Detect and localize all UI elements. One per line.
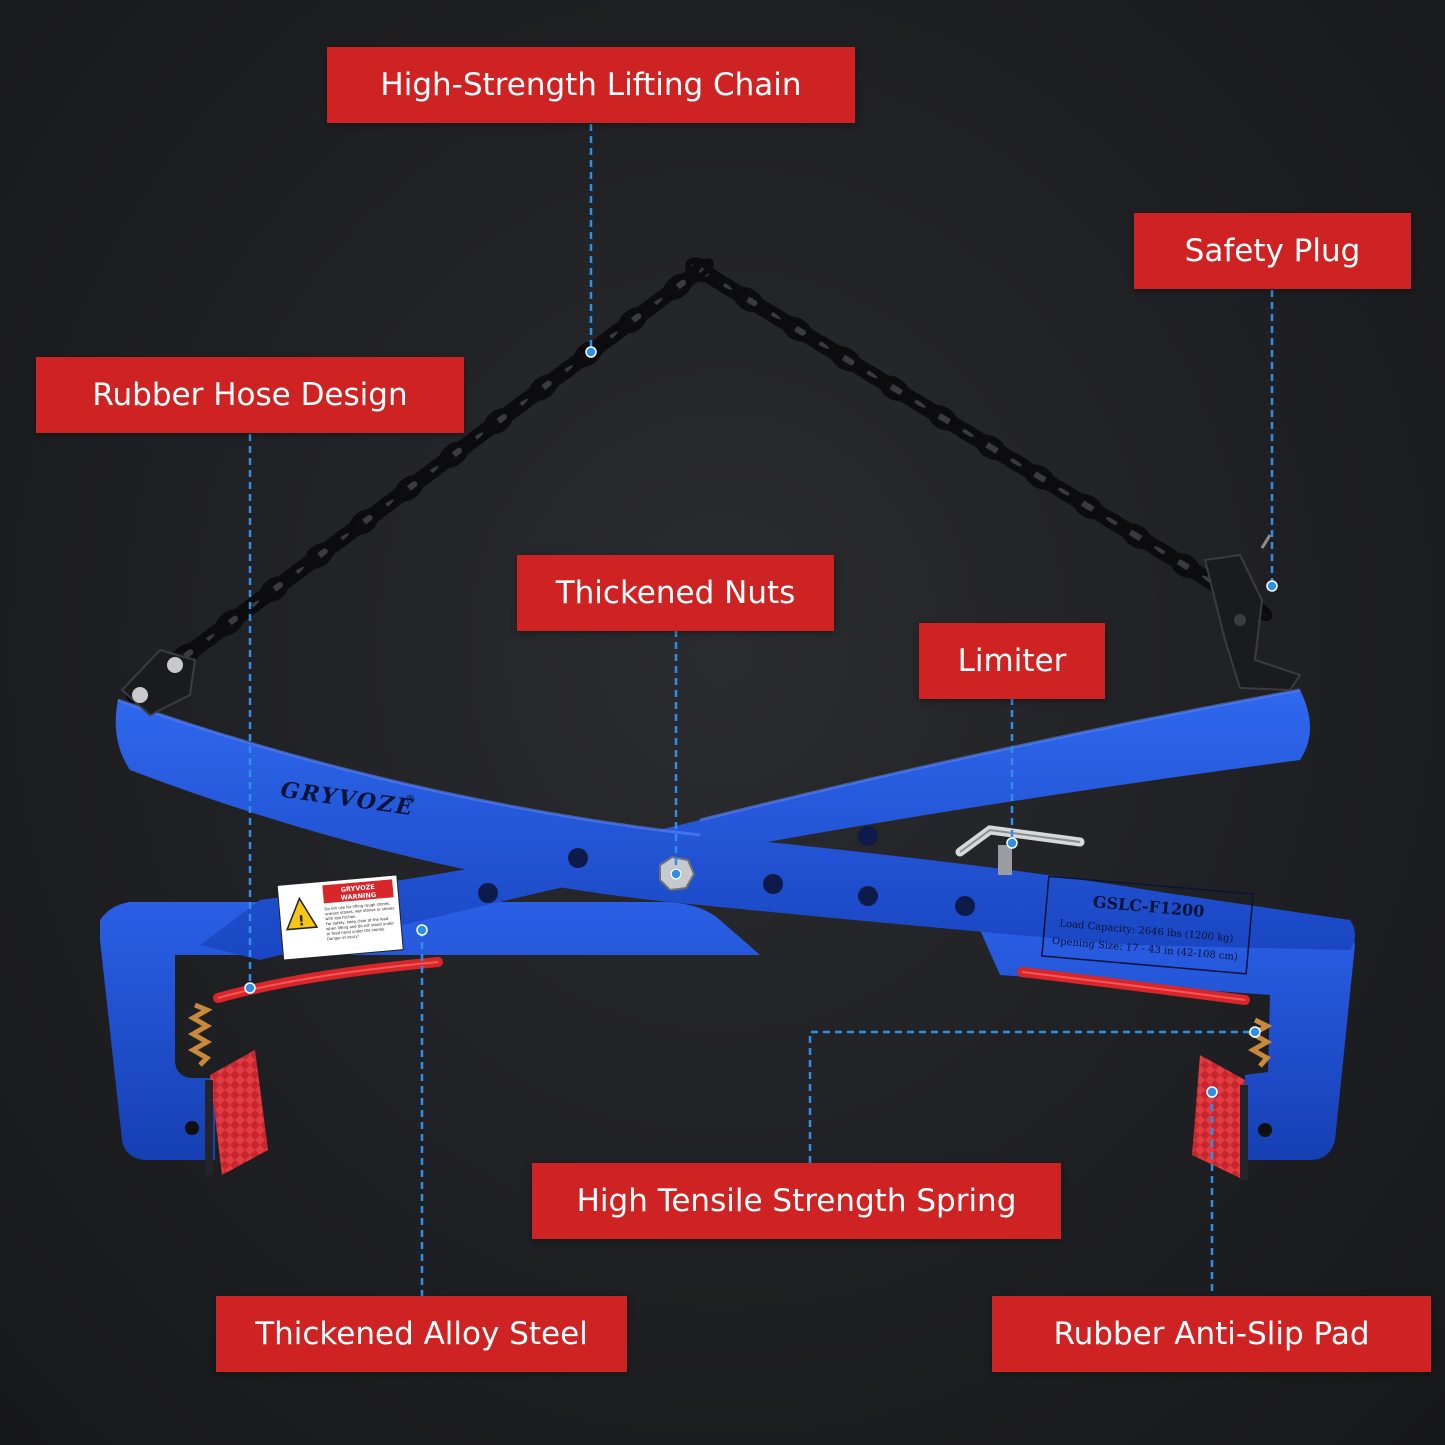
rubber-hoses — [213, 957, 1250, 1005]
label-thickened-nuts: Thickened Nuts — [517, 555, 834, 631]
warning-line: or feed hand under the stones. — [326, 926, 385, 936]
adjustment-holes — [478, 826, 975, 916]
svg-text:!: ! — [298, 913, 306, 929]
leader-dots — [244, 346, 1278, 1098]
leader-lines — [248, 124, 1274, 1296]
warning-triangle-icon — [285, 896, 319, 931]
warning-line: with low friction. — [325, 914, 357, 922]
springs — [187, 1002, 1273, 1068]
label-lifting-chain: High-Strength Lifting Chain — [327, 47, 855, 123]
label-rubber-hose: Rubber Hose Design — [36, 357, 464, 433]
label-safety-plug: Safety Plug — [1134, 213, 1411, 289]
scissor-bars — [115, 688, 1356, 960]
warning-title: WARNING — [340, 891, 376, 902]
lifting-chain — [125, 257, 1273, 704]
warning-line: Danger of injury! — [327, 933, 360, 941]
brand-registered: ® — [404, 792, 417, 806]
label-anti-slip-pad: Rubber Anti-Slip Pad — [992, 1296, 1431, 1372]
warning-line: Do not use for lifting rough stones, — [324, 901, 390, 912]
label-spring: High Tensile Strength Spring — [532, 1163, 1061, 1239]
chain-bracket-right — [1203, 534, 1302, 692]
warning-sticker: ! GRYVOZE WARNING Do not use for lifting… — [276, 874, 404, 961]
label-limiter: Limiter — [919, 623, 1105, 699]
label-alloy-steel: Thickened Alloy Steel — [216, 1296, 627, 1372]
limiter-pin — [955, 825, 1085, 875]
warning-line: uneven stones, wet stones or stones — [325, 905, 395, 916]
jaw-bolts — [185, 1121, 1272, 1137]
warning-line: For safety, keep clear of the load — [325, 916, 388, 926]
chain-bracket-left — [120, 648, 197, 717]
warning-brand: GRYVOZE — [340, 883, 375, 894]
anti-slip-pads — [205, 1050, 1248, 1180]
chain-link — [686, 258, 714, 282]
warning-line: when lifting and do not stand under — [326, 920, 395, 931]
